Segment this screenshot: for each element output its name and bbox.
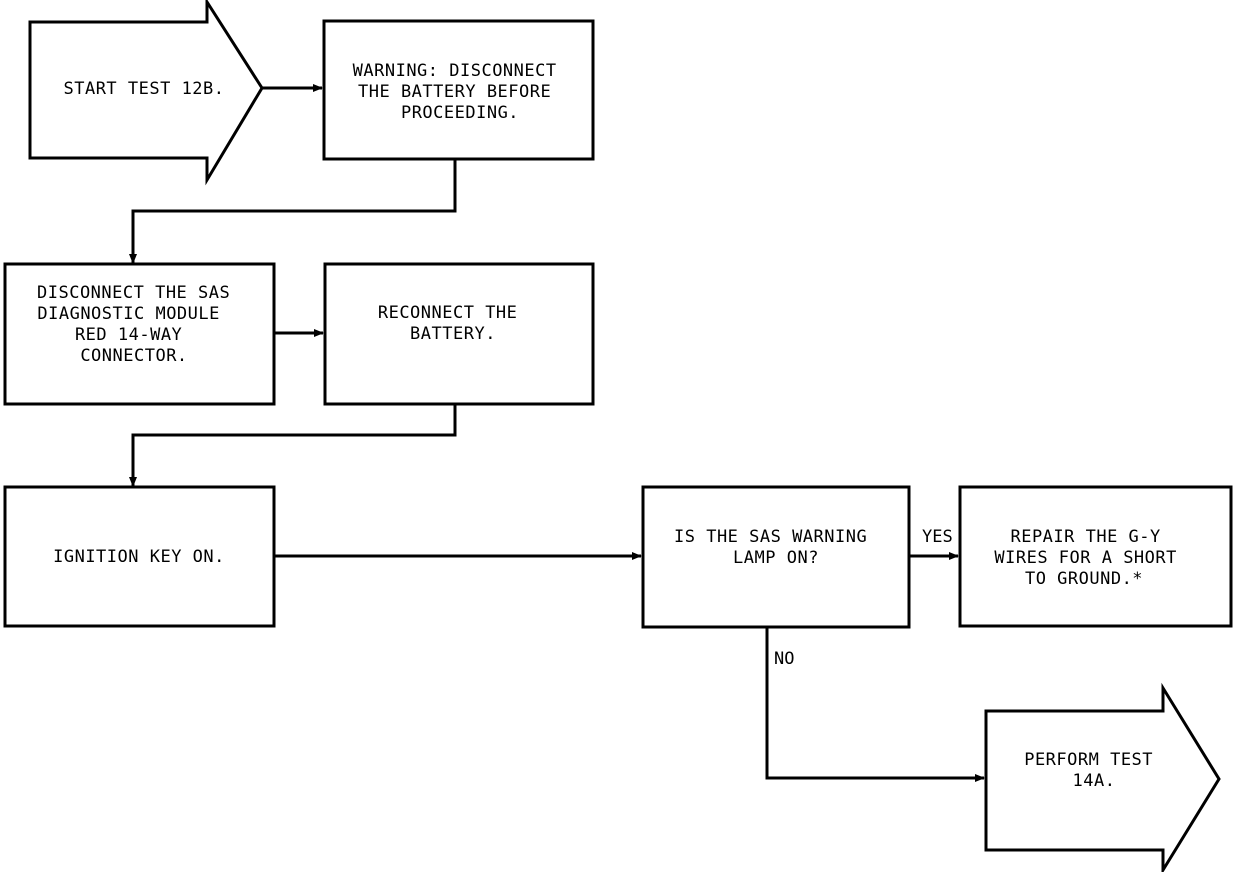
warning-node: WARNING: DISCONNECT THE BATTERY BEFORE P… (322, 19, 595, 161)
disconnect-module-node-text: DISCONNECT THE SAS DIAGNOSTIC MODULE RED… (37, 283, 241, 366)
repair-box (958, 485, 1233, 628)
no-label: NO (774, 649, 794, 669)
repair-line-1: REPAIR THE G-Y (1010, 527, 1160, 547)
repair-line-2: WIRES FOR A SHORT (994, 548, 1177, 568)
perform-line-1: PERFORM TEST (1024, 750, 1153, 770)
start-node-text: START TEST 12B. (63, 79, 224, 99)
reconnect-node-text: RECONNECT THE BATTERY. (378, 303, 528, 344)
repair-node-text: REPAIR THE G-Y WIRES FOR A SHORT TO GROU… (994, 527, 1187, 589)
start-node: START TEST 12B. (28, 0, 264, 186)
perform-node-text: PERFORM TEST 14A. (1024, 750, 1164, 791)
disconnect-line-2: DIAGNOSTIC MODULE (37, 304, 220, 324)
connector-question-to-perform (765, 627, 985, 782)
connector-reconnect-to-ignition (129, 404, 457, 487)
question-line-1: IS THE SAS WARNING (674, 527, 867, 547)
warning-node-text: WARNING: DISCONNECT THE BATTERY BEFORE P… (353, 61, 568, 123)
repair-line-3: TO GROUND.* (1025, 569, 1143, 589)
reconnect-node: RECONNECT THE BATTERY. (323, 262, 595, 406)
connectors (129, 84, 985, 782)
perform-line-2: 14A. (1073, 771, 1116, 791)
question-node-text: IS THE SAS WARNING LAMP ON? (674, 527, 878, 568)
start-line-1: START TEST 12B. (63, 79, 224, 99)
reconnect-line-1: RECONNECT THE (378, 303, 518, 323)
warning-line-3: PROCEEDING. (401, 103, 519, 123)
ignition-node: IGNITION KEY ON. (3, 485, 276, 628)
start-arrow-shape (28, 0, 264, 186)
disconnect-module-node: DISCONNECT THE SAS DIAGNOSTIC MODULE RED… (3, 262, 276, 406)
question-line-2: LAMP ON? (733, 548, 819, 568)
perform-node: PERFORM TEST 14A. (984, 682, 1221, 872)
reconnect-line-2: BATTERY. (410, 324, 496, 344)
repair-node: REPAIR THE G-Y WIRES FOR A SHORT TO GROU… (958, 485, 1233, 628)
connector-warning-to-disconnect (129, 159, 457, 264)
question-box (641, 485, 911, 629)
disconnect-line-3: RED 14-WAY (75, 325, 182, 345)
yes-label: YES (922, 527, 953, 547)
disconnect-line-1: DISCONNECT THE SAS (37, 283, 230, 303)
perform-arrow-shape (984, 682, 1221, 872)
warning-line-1: WARNING: DISCONNECT (353, 61, 557, 81)
ignition-box (3, 485, 276, 628)
warning-line-2: THE BATTERY BEFORE (358, 82, 551, 102)
disconnect-line-4: CONNECTOR. (80, 346, 187, 366)
ignition-line-1: IGNITION KEY ON. (53, 547, 225, 567)
question-node: IS THE SAS WARNING LAMP ON? (641, 485, 911, 629)
ignition-node-text: IGNITION KEY ON. (53, 547, 225, 567)
disconnect-module-box (3, 262, 276, 406)
reconnect-box (323, 262, 595, 406)
warning-box (322, 19, 595, 161)
